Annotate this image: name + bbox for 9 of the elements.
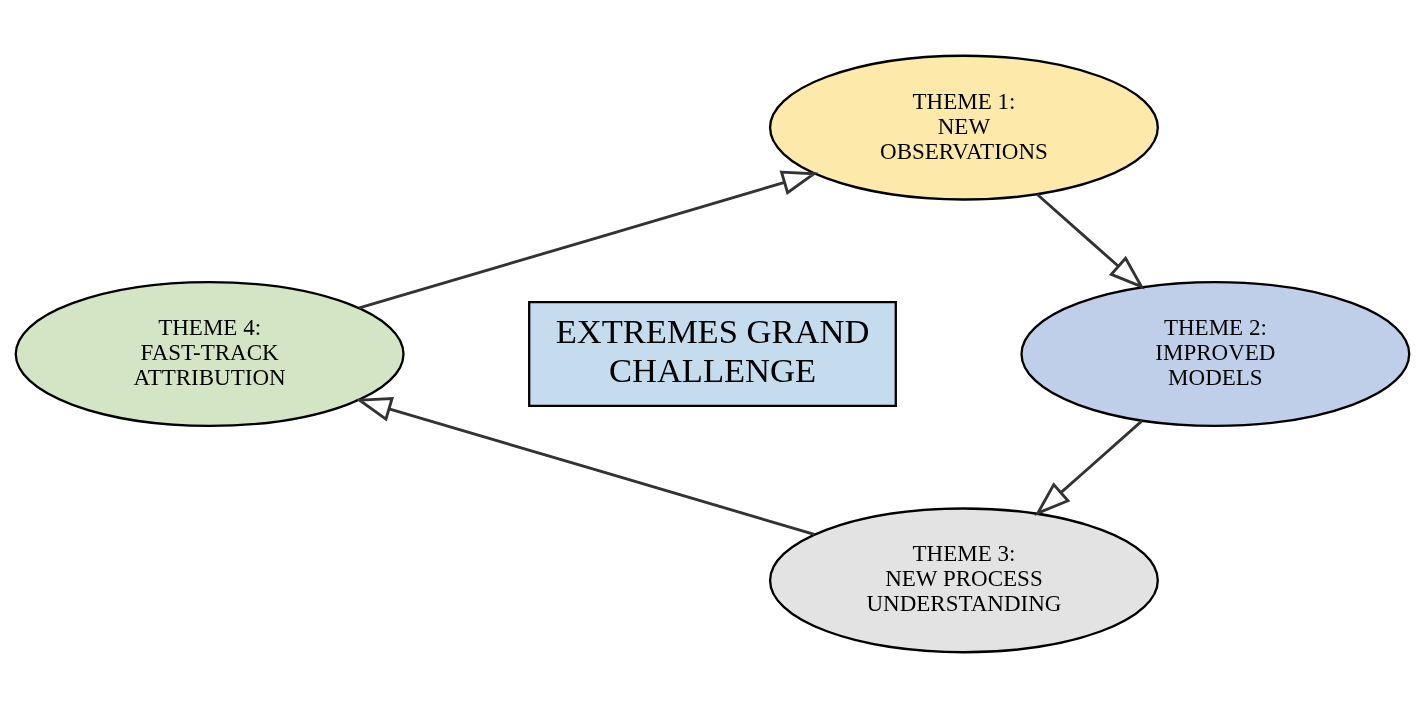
arrow bbox=[355, 396, 815, 536]
node-box: EXTREMES GRAND CHALLENGE bbox=[528, 300, 897, 407]
node-ellipse: THEME 2: IMPROVED MODELS bbox=[1020, 280, 1411, 427]
node-ellipse: THEME 1: NEW OBSERVATIONS bbox=[768, 54, 1159, 201]
arrow bbox=[358, 170, 819, 309]
node-ellipse: THEME 4: FAST-TRACK ATTRIBUTION bbox=[14, 280, 405, 427]
node-ellipse: THEME 3: NEW PROCESS UNDERSTANDING bbox=[768, 506, 1159, 653]
arrow bbox=[1036, 192, 1145, 290]
arrow bbox=[1034, 419, 1143, 516]
